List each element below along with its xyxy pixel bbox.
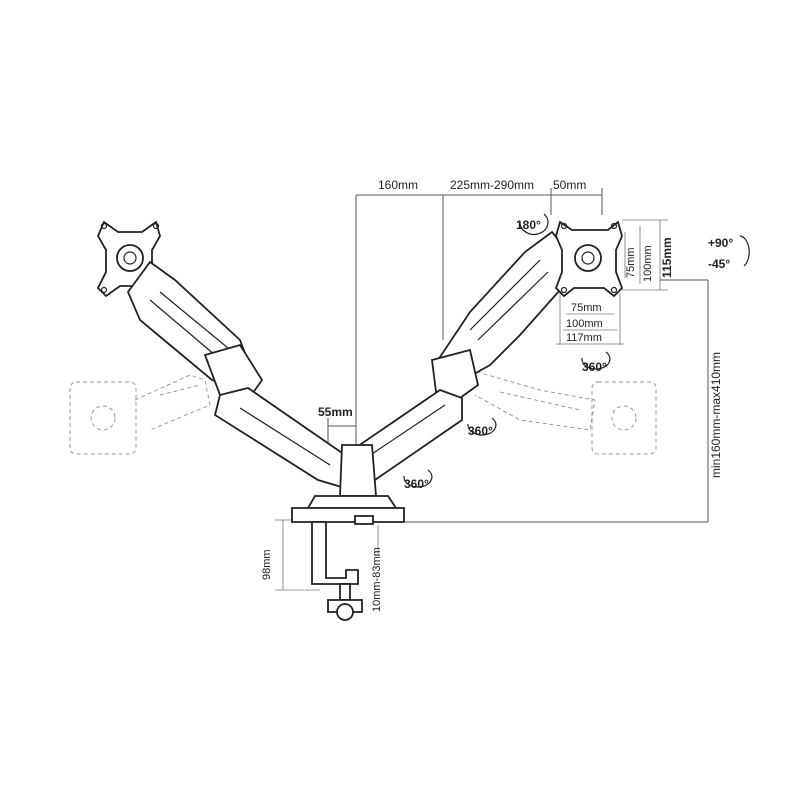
screen-rotate-label: 180°	[516, 218, 541, 232]
vesa-h2-label: 100mm	[566, 318, 603, 330]
right-upper-arm	[431, 230, 567, 399]
vesa-v1-label: 75mm	[625, 247, 637, 278]
height-range-label: min160mm-max410mm	[709, 351, 723, 478]
left-upper-arm	[126, 260, 264, 401]
column-width-label: 55mm	[318, 405, 353, 419]
rotation-arrows	[403, 213, 750, 488]
vesa-v2-label: 100mm	[642, 245, 654, 282]
swivel-base-label: 360°	[404, 477, 429, 491]
clamp-thickness-label: 10mm-83mm	[371, 547, 383, 612]
monitor-offset-label: 50mm	[553, 178, 587, 192]
arm-extension-label: 225mm-290mm	[450, 178, 535, 192]
tilt-down-label: -45°	[708, 257, 731, 271]
right-ghost-position	[469, 369, 657, 455]
tilt-up-label: +90°	[708, 236, 734, 250]
plate-width-label: 117mm	[566, 332, 602, 344]
center-column	[306, 444, 398, 509]
swivel-arm-label: 360°	[468, 424, 493, 438]
arm-reach-label: 160mm	[378, 178, 419, 192]
left-lower-arm	[213, 387, 346, 490]
plate-height-label: 115mm	[660, 237, 674, 278]
swivel-head-label: 360°	[582, 360, 607, 374]
right-vesa-plate	[554, 220, 624, 298]
desk-clamp	[291, 507, 405, 621]
left-ghost-position	[69, 374, 211, 455]
vesa-h1-label: 75mm	[571, 302, 602, 314]
base-height-label: 98mm	[261, 549, 273, 580]
